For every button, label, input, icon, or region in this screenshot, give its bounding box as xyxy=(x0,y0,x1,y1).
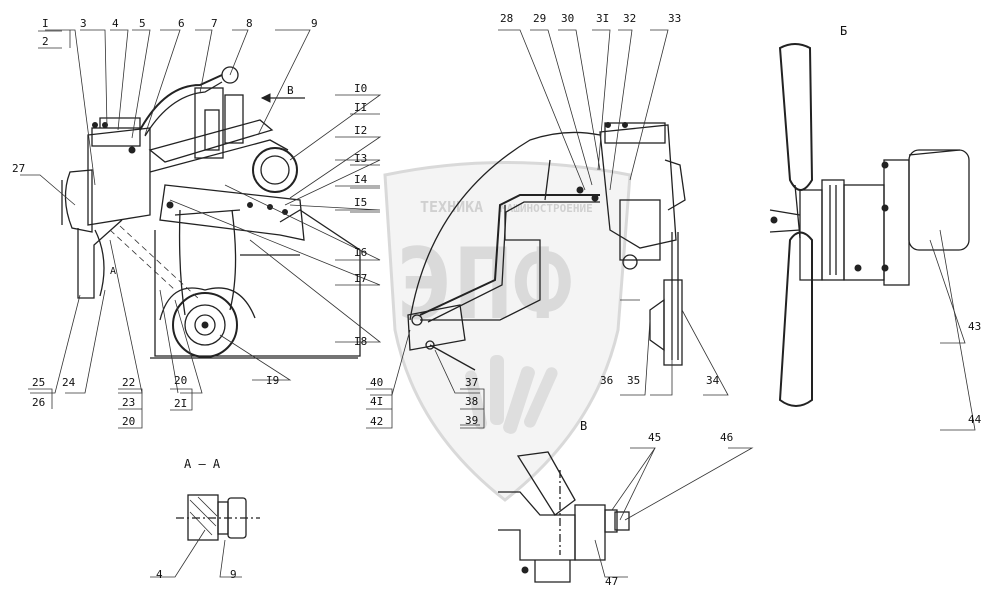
watermark-line1: ТЕХНИКА xyxy=(420,198,483,216)
callout-16: I6 xyxy=(354,246,367,259)
watermark-wheat-icon xyxy=(465,355,558,434)
callout-boxes xyxy=(28,30,485,429)
section-callout-4: 4 xyxy=(156,568,163,581)
callout-45: 45 xyxy=(648,431,661,444)
callout-35: 35 xyxy=(627,374,640,387)
callout-1: I xyxy=(42,17,49,30)
view-b-label: Б xyxy=(840,24,847,38)
callout-22: 22 xyxy=(122,376,135,389)
callout-34: 34 xyxy=(706,374,720,387)
callout-25: 25 xyxy=(32,376,45,389)
view-arrow-v-label: В xyxy=(287,84,294,97)
detail-view-v: В xyxy=(498,419,630,583)
view-v-label: В xyxy=(580,419,587,433)
callout-37: 37 xyxy=(465,376,478,389)
callout-47: 47 xyxy=(605,575,618,588)
callout-26: 26 xyxy=(32,396,45,409)
callout-8: 8 xyxy=(246,17,253,30)
watermark: ТЕХНИКА МАШИНОСТРОЕНИЕ ЭПФ xyxy=(383,161,632,502)
callout-43: 43 xyxy=(968,320,981,333)
callout-41: 4I xyxy=(370,395,383,408)
callout-20b: 20 xyxy=(122,415,135,428)
callout-labels: I 2 3 4 5 6 7 8 9 I0 II I2 I3 I4 I5 I6 I… xyxy=(12,12,982,588)
callout-44: 44 xyxy=(968,413,982,426)
callout-21: 2I xyxy=(174,397,187,410)
section-marker-a: А xyxy=(110,266,116,277)
callout-38: 38 xyxy=(465,395,478,408)
section-callout-9: 9 xyxy=(230,568,237,581)
callout-27: 27 xyxy=(12,162,25,175)
callout-24: 24 xyxy=(62,376,76,389)
callout-4: 4 xyxy=(112,17,119,30)
watermark-line2: МАШИНОСТРОЕНИЕ xyxy=(500,202,593,215)
callout-33: 33 xyxy=(668,12,681,25)
callout-6: 6 xyxy=(178,17,185,30)
callout-28: 28 xyxy=(500,12,513,25)
engine-side-view: В А xyxy=(61,66,361,359)
section-label: А – А xyxy=(184,457,221,471)
callout-31: 3I xyxy=(596,12,609,25)
callout-9: 9 xyxy=(311,17,318,30)
callout-12: I2 xyxy=(354,124,367,137)
callout-19: I9 xyxy=(266,374,279,387)
callout-32: 32 xyxy=(623,12,636,25)
callout-29: 29 xyxy=(533,12,546,25)
callout-30: 30 xyxy=(561,12,574,25)
callout-10: I0 xyxy=(354,82,367,95)
callout-40: 40 xyxy=(370,376,383,389)
watermark-shield xyxy=(383,161,632,502)
callout-23: 23 xyxy=(122,396,135,409)
callout-7: 7 xyxy=(211,17,218,30)
callout-42: 42 xyxy=(370,415,383,428)
callout-14: I4 xyxy=(354,173,368,186)
callout-20a: 20 xyxy=(174,374,187,387)
fan-view-b: Б xyxy=(769,24,970,407)
callout-13: I3 xyxy=(354,152,367,165)
callout-46: 46 xyxy=(720,431,733,444)
callout-2: 2 xyxy=(42,35,49,48)
callout-3: 3 xyxy=(80,17,87,30)
callout-11: II xyxy=(354,101,367,114)
callout-18: I8 xyxy=(354,335,367,348)
callout-39: 39 xyxy=(465,414,478,427)
callout-36: 36 xyxy=(600,374,613,387)
compressor-side-view xyxy=(407,122,686,371)
callout-15: I5 xyxy=(354,196,367,209)
callout-17: I7 xyxy=(354,272,367,285)
section-a-a: А – А xyxy=(176,457,260,541)
callout-5: 5 xyxy=(139,17,146,30)
